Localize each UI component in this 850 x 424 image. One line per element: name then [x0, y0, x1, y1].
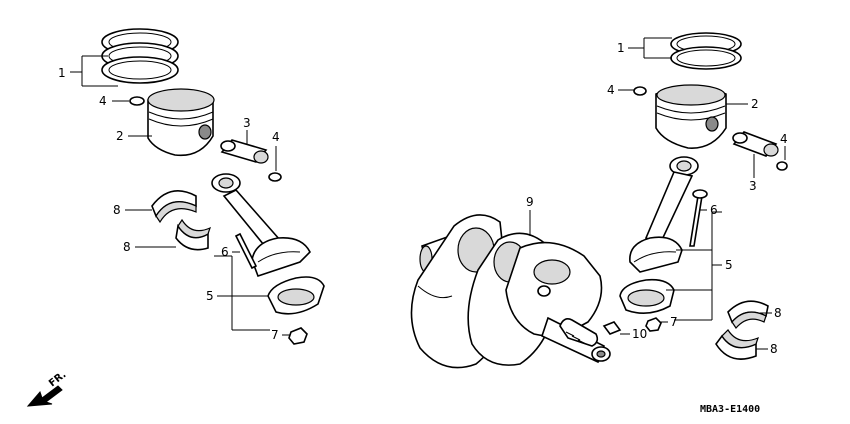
left-pin-clip [268, 172, 282, 182]
right-piston-pin [732, 131, 779, 157]
callout-5-left: 5 [206, 289, 214, 303]
right-rod-cap [619, 278, 675, 314]
callout-6-left: 6 [221, 245, 229, 259]
callout-1-right: 1 [617, 41, 625, 55]
left-bearing-upper [151, 190, 197, 224]
callout-4-left-b: 4 [272, 130, 280, 144]
callout-1-left: 1 [58, 66, 66, 80]
callout-4-right-a: 4 [607, 83, 615, 97]
right-bearing-upper [727, 300, 769, 329]
callout-2-left: 2 [116, 129, 124, 143]
crankshaft [410, 214, 611, 369]
crankshaft-key [602, 321, 622, 335]
right-rod-bolt [689, 189, 708, 247]
left-rod-cap [267, 276, 325, 315]
left-bearing-lower [175, 218, 211, 251]
callout-2-right: 2 [751, 97, 759, 111]
callout-4-left-a: 4 [99, 94, 107, 108]
left-piston-pin [220, 139, 269, 164]
left-rod-bolt [234, 232, 258, 270]
callout-7-left: 7 [271, 328, 279, 342]
callout-3-right: 3 [749, 179, 757, 193]
right-connecting-rod [629, 156, 699, 273]
right-leader-lines [529, 37, 786, 350]
diagram-code: MBA3-E1400 [700, 404, 760, 415]
right-piston-clip-upper [633, 86, 647, 96]
callout-10-right: 10 [632, 327, 647, 341]
callout-8-left-b: 8 [123, 240, 131, 254]
callout-8-right-a: 8 [774, 306, 782, 320]
callout-8-right-b: 8 [770, 342, 778, 356]
right-bearing-lower [715, 329, 759, 360]
callout-9-right: 9 [526, 195, 534, 209]
left-leader-lines [70, 55, 290, 336]
right-rod-nut [645, 317, 662, 332]
left-piston [147, 88, 215, 157]
right-pin-clip [776, 161, 788, 171]
front-direction-arrow-icon [26, 385, 63, 407]
left-rod-nut [288, 327, 308, 345]
callout-4-right-b: 4 [780, 132, 788, 146]
right-piston-rings [670, 32, 742, 70]
left-piston-clip [129, 96, 145, 106]
left-connecting-rod [211, 173, 311, 278]
callout-6-right: 6 [710, 203, 718, 217]
callout-7-right: 7 [670, 315, 678, 329]
callout-8-left-a: 8 [113, 203, 121, 217]
right-piston [655, 84, 727, 149]
left-piston-rings [101, 28, 179, 84]
callout-3-left: 3 [243, 116, 251, 130]
callout-5-right: 5 [725, 258, 733, 272]
